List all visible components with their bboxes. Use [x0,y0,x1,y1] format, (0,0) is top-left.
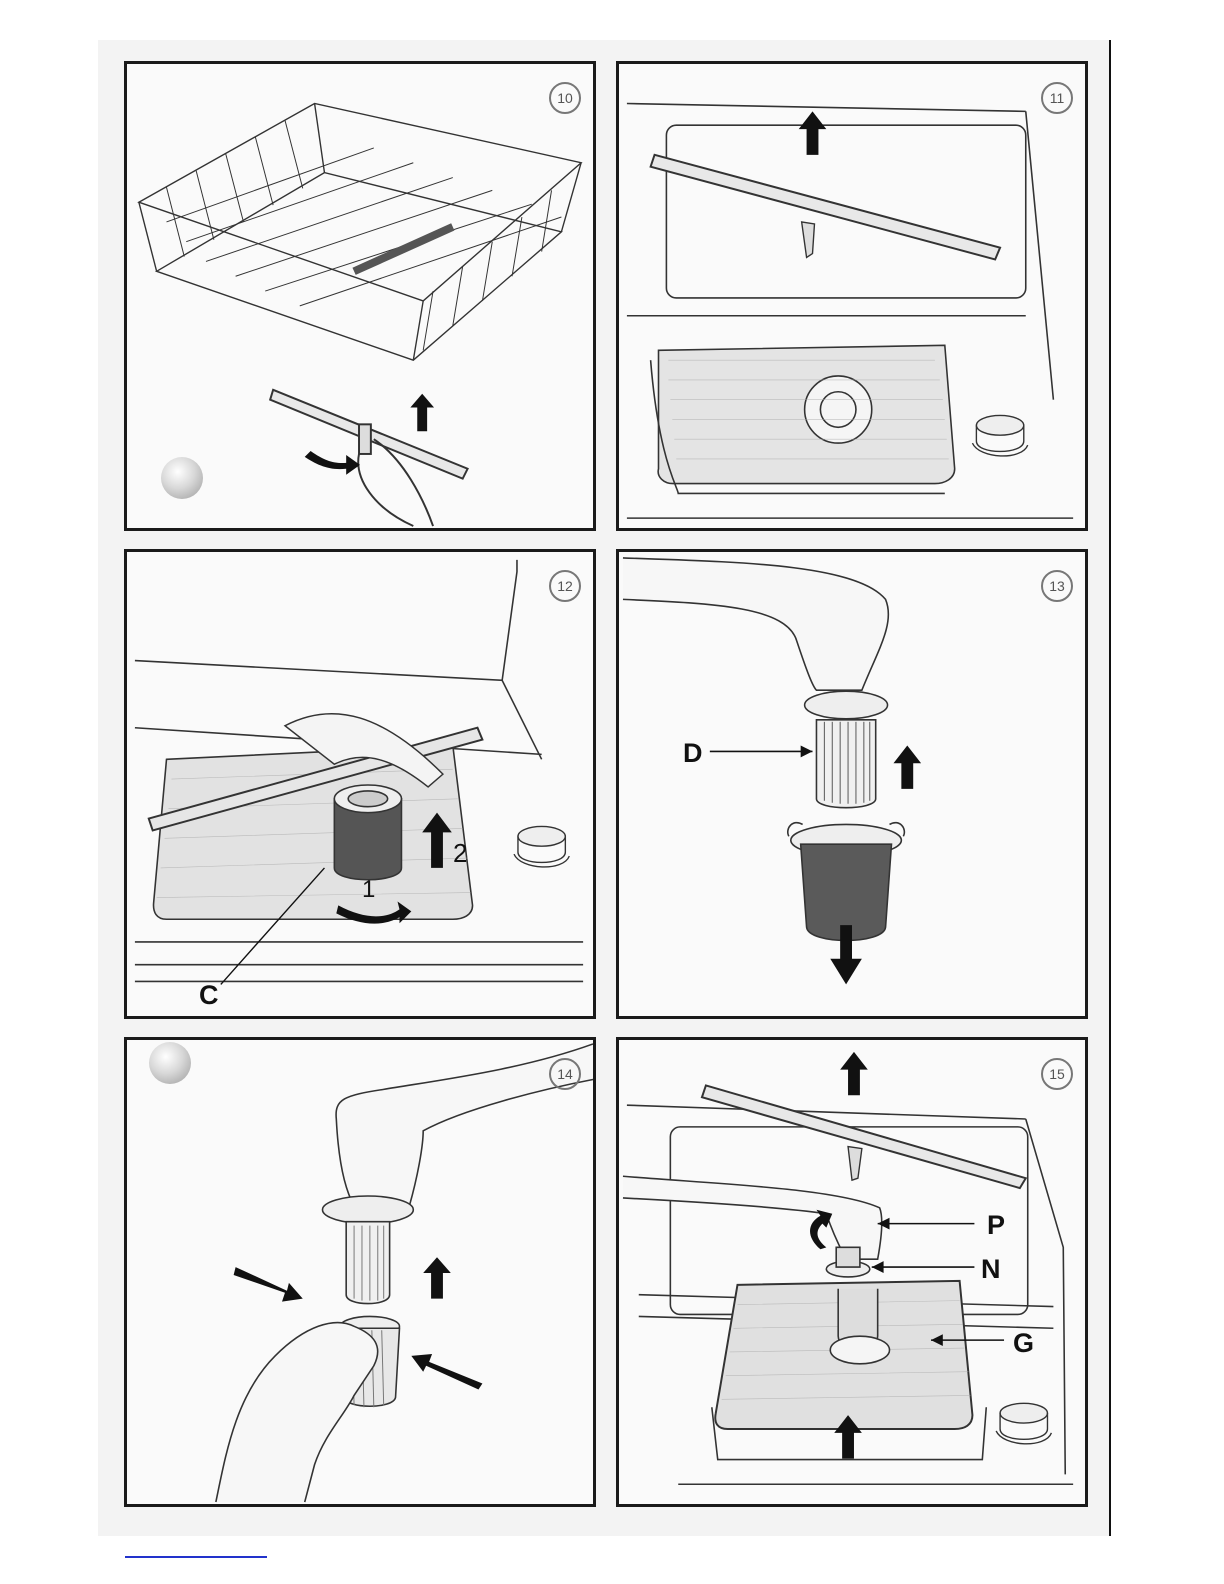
left-arrow-icon [411,1354,482,1390]
filter-cap [996,1403,1051,1444]
page-edge [1109,40,1111,1536]
step-number-13: 13 [1041,570,1073,602]
rotate-arrow-icon [810,1210,832,1249]
label-step-2: 2 [453,838,467,869]
step-number-14: 14 [549,1058,581,1090]
label-n: N [981,1254,1001,1285]
up-arrow-icon [840,1052,868,1095]
filter-cap [514,826,569,867]
hole-punch-icon [149,1042,191,1084]
filter-separation-illustration [619,552,1085,1016]
panel-step-13: D 13 [616,549,1088,1019]
label-g: G [1013,1328,1034,1359]
up-arrow-icon [423,1257,451,1298]
label-p: P [987,1210,1005,1241]
label-d: D [683,738,703,769]
spray-arm-removal-illustration [619,64,1085,528]
step-number-15: 15 [1041,1058,1073,1090]
filter-clean-illustration [127,1040,593,1504]
filter-cap [972,415,1027,456]
panel-step-11: 11 [616,61,1088,531]
panel-step-15: P N G 15 [616,1037,1088,1507]
panel-step-10: 10 [124,61,596,531]
rotate-arrow-icon [305,451,360,475]
panel-step-12: C 1 2 12 [124,549,596,1019]
rack-removal-illustration [127,64,593,528]
right-arrow-icon [234,1267,303,1302]
label-c: C [199,980,219,1011]
panel-step-14: 14 [124,1037,596,1507]
up-arrow-icon [893,745,921,788]
footer-link-underline[interactable] [125,1556,267,1558]
filter-unlock-illustration [127,552,593,1016]
up-arrow-icon [799,111,827,154]
filter-d [805,691,888,807]
hole-punch-icon [161,457,203,499]
filter-basket [788,823,905,941]
step-number-11: 11 [1041,82,1073,114]
up-arrow-icon [410,394,434,432]
filter-c [334,785,401,880]
label-step-1: 1 [362,876,375,904]
full-disassembly-illustration [619,1040,1085,1504]
step-number-12: 12 [549,570,581,602]
step-number-10: 10 [549,82,581,114]
